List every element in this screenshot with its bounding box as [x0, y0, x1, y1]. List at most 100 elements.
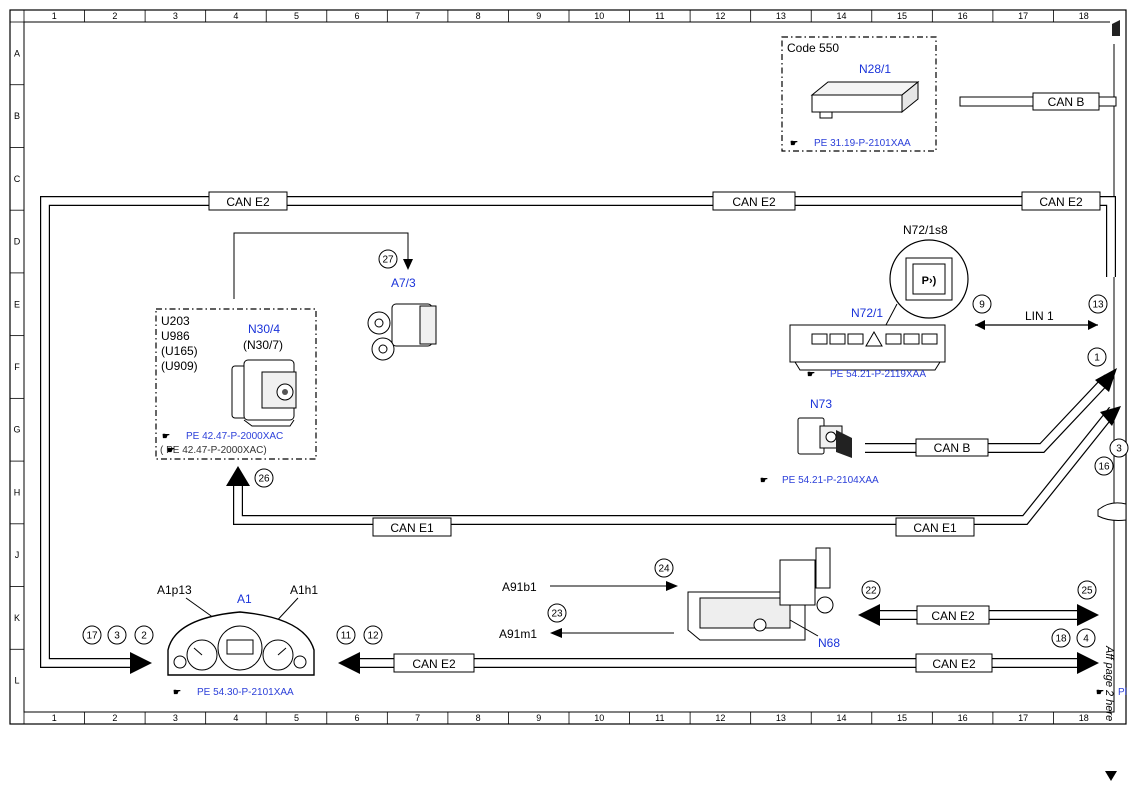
column-number: 11 [655, 11, 664, 21]
n28-1-ref[interactable]: PE 31.19-P-2101XAA [814, 138, 911, 149]
marker-number: 27 [382, 255, 394, 266]
ref-pointer-icon: ☛ [760, 475, 768, 485]
a91b1-label: A91b1 [502, 580, 537, 594]
row-letter: H [14, 487, 21, 497]
arrow-to-a7 [403, 259, 413, 270]
column-number: 7 [415, 11, 420, 21]
marker-number: 18 [1055, 634, 1067, 645]
arrow-can-e1-right [1100, 406, 1121, 426]
page-corner-icon [1112, 20, 1120, 36]
column-number: 13 [776, 11, 786, 21]
marker-number: 23 [551, 609, 563, 620]
can-b-box [915, 438, 989, 457]
column-number: 5 [294, 11, 299, 21]
can-b-top-box [1032, 92, 1100, 111]
side-note: Aff page 2 here [1103, 645, 1115, 721]
column-number: 2 [112, 713, 117, 723]
marker-number: 11 [341, 631, 352, 642]
code550-box [781, 36, 937, 152]
column-number: 15 [897, 11, 907, 21]
column-number: 13 [776, 713, 786, 723]
marker-number: 17 [86, 631, 98, 642]
can-e2-box-1 [208, 191, 288, 211]
marker-number: 25 [1081, 586, 1093, 597]
marker-circle [107, 625, 127, 645]
marker-circle [972, 294, 992, 314]
row-letter: B [14, 111, 20, 121]
column-number: 1 [52, 713, 57, 723]
n68-module [687, 547, 834, 641]
can-e1-wire-fill [234, 407, 1116, 524]
column-number: 9 [536, 713, 541, 723]
code-u203: U203 [161, 314, 190, 328]
row-letter: K [14, 613, 20, 623]
lin-1-arrow-left [975, 320, 985, 330]
n30-4-box [155, 308, 317, 460]
column-number: 3 [173, 713, 178, 723]
marker-circle [1077, 580, 1097, 600]
arrow-can-e2-k-left [858, 604, 880, 626]
column-number: 17 [1018, 11, 1028, 21]
column-number: 12 [715, 11, 725, 21]
row-letter: L [14, 676, 19, 686]
n30-7-ref[interactable]: ( PE 42.47-P-2000XAC) [160, 445, 267, 456]
column-number: 11 [655, 713, 664, 723]
parking-sensor-icon: P›) [922, 275, 937, 287]
can-e2-k-box [916, 605, 990, 625]
marker-circle [134, 625, 154, 645]
a7-3-label: A7/3 [391, 276, 416, 290]
column-number: 18 [1079, 713, 1089, 723]
column-number: 10 [594, 713, 604, 723]
can-e2-box-3 [1021, 191, 1101, 211]
a1-label: A1 [237, 592, 252, 606]
n68-label: N68 [818, 636, 840, 650]
marker-number: 3 [1116, 444, 1122, 455]
marker-number: 4 [1083, 634, 1089, 645]
n30-4-module [231, 359, 297, 427]
a1-ref[interactable]: PE 54.30-P-2101XAA [197, 687, 294, 698]
marker-circle [1087, 347, 1107, 367]
marker-circle [1076, 628, 1096, 648]
code550-label: Code 550 [787, 41, 839, 55]
can-e2-box-2 [712, 191, 796, 211]
marker-circle [1051, 628, 1071, 648]
can-e1-box-1 [372, 517, 452, 537]
partial-component-right [1097, 502, 1127, 521]
column-number: 7 [415, 713, 420, 723]
a7-3-module [367, 303, 437, 361]
can-e2-label-1: CAN E2 [226, 195, 270, 209]
column-number: 14 [836, 713, 846, 723]
marker-circle [378, 249, 398, 269]
marker-circle [1094, 456, 1114, 476]
n30-4-ref[interactable]: PE 42.47-P-2000XAC [186, 431, 283, 442]
a91m1-label: A91m1 [499, 627, 537, 641]
a1p13-label: A1p13 [157, 583, 192, 597]
marker-number: 3 [114, 631, 120, 642]
row-letter: E [14, 299, 20, 309]
can-b-label: CAN B [934, 441, 971, 455]
column-number: 15 [897, 713, 907, 723]
ref-pointer-icon: ☛ [1096, 687, 1104, 697]
can-b-top-label: CAN B [1048, 95, 1085, 109]
can-e1-wire-outline [233, 406, 1117, 525]
column-number: 16 [958, 11, 968, 21]
arrow-can-e2-k-right [1077, 604, 1099, 626]
ref-pointer-icon: ☛ [790, 138, 798, 148]
n72-1-ref[interactable]: PE 54.21-P-2119XAA [830, 369, 926, 380]
code-u165: (U165) [161, 344, 198, 358]
column-number: 16 [958, 713, 968, 723]
n28-1-label: N28/1 [859, 62, 891, 76]
can-e2-l-label-1: CAN E2 [412, 657, 456, 671]
n72-1-label: N72/1 [851, 306, 883, 320]
a91m1-arrow [550, 628, 562, 638]
ref-pointer-icon: ☛ [162, 431, 170, 441]
side-note-arrow [1105, 771, 1117, 781]
n73-ref[interactable]: PE 54.21-P-2104XAA [782, 475, 879, 486]
marker-number: 13 [1092, 300, 1104, 311]
ref-pointer-icon: ☛ [167, 445, 175, 455]
can-e2-k-label: CAN E2 [931, 609, 975, 623]
row-letter: C [14, 174, 21, 184]
can-e1-box-2 [895, 517, 975, 537]
